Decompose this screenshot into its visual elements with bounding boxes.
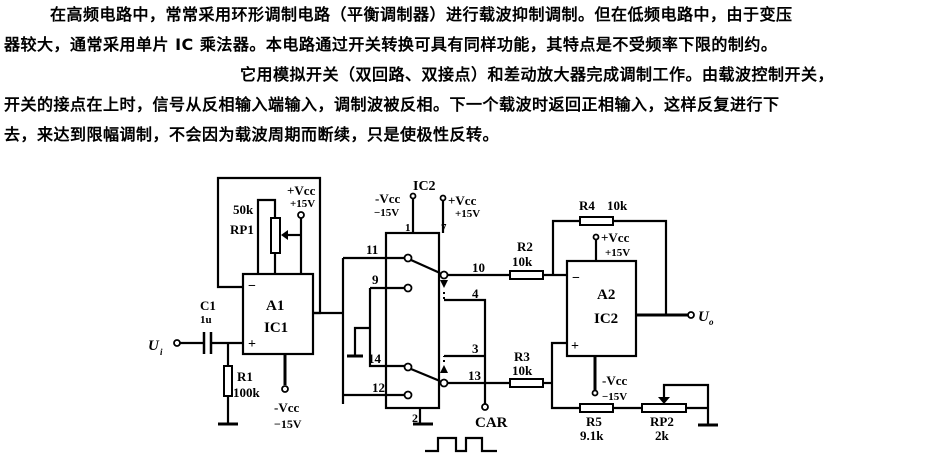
switch-pin-13: 13 <box>468 368 482 383</box>
switch-pin-7: 7 <box>441 222 447 234</box>
paragraph-line-2: 器较大，通常采用单片 IC 乘法器。本电路通过开关转换可具有同样功能，其特点是不… <box>4 35 778 54</box>
a1-vcc-pos-label: +Vcc <box>287 183 316 198</box>
switch-vneg-value: −15V <box>374 207 399 219</box>
a1-minus-label: − <box>248 279 256 294</box>
paragraph-line-4: 开关的接点在上时，信号从反相输入端输入，调制波被反相。下一个载波时返回正相输入，… <box>4 95 780 114</box>
r2-name: R2 <box>517 239 533 254</box>
r1-name: R1 <box>237 369 253 384</box>
r4-name: R4 <box>579 198 595 213</box>
a2-name: A2 <box>597 287 615 303</box>
rp1-value: 50k <box>233 202 254 217</box>
potentiometer-rp1: 50k RP1 <box>230 198 301 274</box>
r1-value: 100k <box>233 385 261 400</box>
capacitor-c1: C1 1u <box>200 298 216 354</box>
output-terminal <box>687 311 695 319</box>
a1-vcc-neg-label: -Vcc <box>274 400 299 415</box>
a2-minus-label: − <box>572 271 580 286</box>
r4-value: 10k <box>607 198 628 213</box>
r5-value: 9.1k <box>580 428 604 443</box>
r5-name: R5 <box>586 414 602 429</box>
output-label: U <box>698 309 710 325</box>
c1-name: C1 <box>200 298 216 313</box>
a1-plus-label: + <box>248 337 256 352</box>
paragraph-line-3: 它用模拟开关（双回路、双接点）和差动放大器完成调制工作。由载波控制开关， <box>240 65 835 84</box>
a1-vcc-neg-terminal <box>281 385 289 393</box>
a1-vcc-pos-terminal <box>297 211 305 219</box>
output-label-sub: o <box>709 317 714 327</box>
a1-vcc-neg-value: −15V <box>274 417 302 431</box>
a1-name: A1 <box>266 298 284 314</box>
a2-vcc-pos-terminal <box>592 233 600 241</box>
switch-pin-3: 3 <box>472 341 479 356</box>
c1-value: 1u <box>200 314 212 326</box>
rp2-name: RP2 <box>650 414 674 429</box>
switch-ic-label: IC2 <box>413 179 436 194</box>
rp2-value: 2k <box>655 428 670 443</box>
a2-vcc-neg-value: −15V <box>602 391 627 403</box>
square-wave-icon <box>425 436 497 453</box>
potentiometer-rp2: RP2 2k <box>641 383 710 443</box>
paragraph-line-1: 在高频电路中，常常采用环形调制电路（平衡调制器）进行载波抑制调制。但在低频电路中… <box>50 5 793 24</box>
resistor-r4: R4 10k <box>579 198 628 226</box>
switch-vpos-label: +Vcc <box>448 193 477 208</box>
resistor-r1: R1 100k <box>223 365 261 400</box>
r2-value: 10k <box>512 254 533 269</box>
switch-pin-2: 2 <box>412 411 418 425</box>
input-label: U <box>148 338 160 354</box>
a2-vcc-pos-value: +15V <box>605 247 630 259</box>
a2-ic: IC2 <box>594 311 618 327</box>
car-terminal <box>481 403 489 411</box>
input-terminal: U i <box>148 338 181 357</box>
switch-pin-4: 4 <box>472 286 479 301</box>
opamp-a2: − + A2 IC2 <box>565 259 638 358</box>
resistor-r2: R2 10k <box>509 239 544 280</box>
resistor-r3: R3 10k <box>509 349 544 388</box>
switch-vpos-value: +15V <box>455 208 480 220</box>
a1-ic: IC1 <box>264 320 288 336</box>
a2-plus-label: + <box>571 339 579 354</box>
input-label-sub: i <box>160 347 163 357</box>
a1-vcc-pos-value: +15V <box>290 198 315 210</box>
switch-pin-12: 12 <box>372 380 385 395</box>
opamp-a1: − + A1 IC1 <box>241 272 315 356</box>
a2-vcc-neg-label: -Vcc <box>602 373 627 388</box>
rp1-name: RP1 <box>230 222 254 237</box>
car-label: CAR <box>475 415 508 431</box>
switch-pin-11: 11 <box>366 242 378 257</box>
a2-vcc-neg-terminal <box>591 389 599 397</box>
switch-pin-1: 1 <box>405 222 411 234</box>
a2-vcc-pos-label: +Vcc <box>601 230 630 245</box>
resistor-r5: R5 9.1k <box>579 403 614 443</box>
r3-name: R3 <box>514 349 530 364</box>
r3-value: 10k <box>512 363 533 378</box>
switch-pin-14: 14 <box>368 351 382 366</box>
analog-switch-ic2: IC2 -Vcc −15V 1 +Vcc +15V 7 11 10 4 9 14 <box>343 179 510 426</box>
switch-vneg-label: -Vcc <box>375 191 400 206</box>
switch-pin-9: 9 <box>372 272 379 287</box>
paragraph-line-5: 去，来达到限幅调制，不会因为载波周期而断续，只是使极性反转。 <box>4 125 500 144</box>
switch-pin-10: 10 <box>472 260 485 275</box>
